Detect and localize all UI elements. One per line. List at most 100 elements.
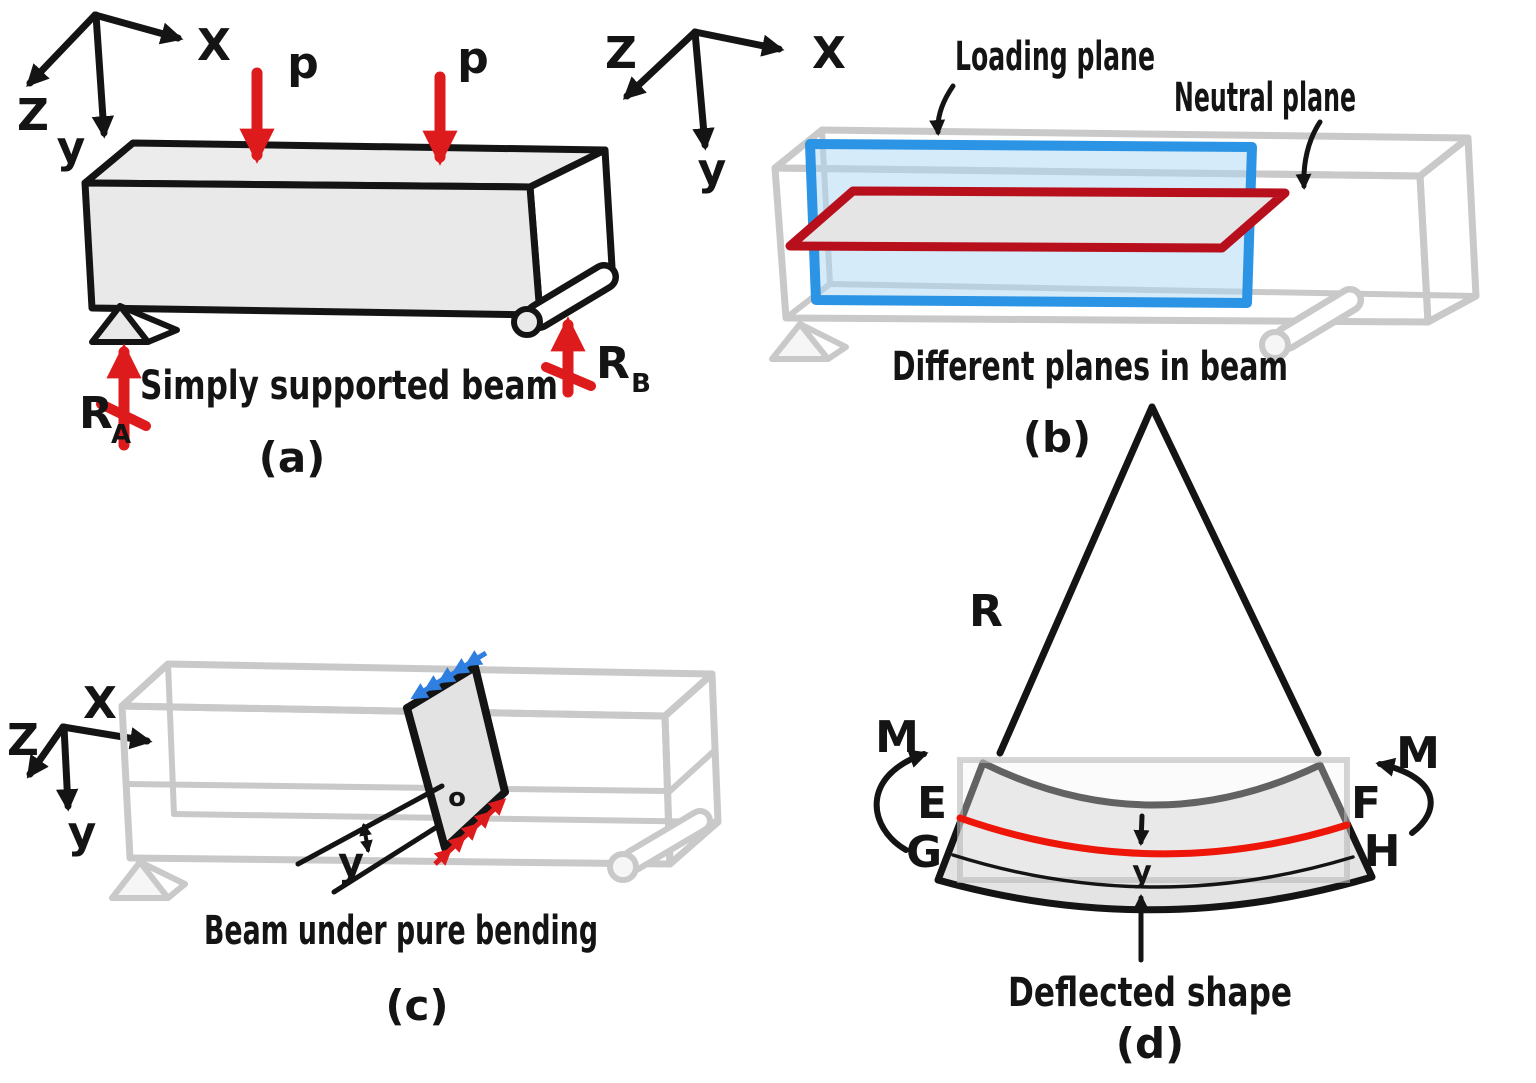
z-axis-arrow [26, 11, 99, 88]
distance-double-arrow [359, 822, 373, 854]
x-axis-arrow [59, 723, 153, 750]
tension-arrow [473, 811, 493, 829]
loading-plane-label: Loading plane [955, 34, 1155, 80]
y-axis-label: y [57, 122, 86, 173]
pin-wedge [117, 303, 180, 345]
reaction-b: R B [541, 316, 651, 399]
tension-arrow [487, 798, 507, 816]
radius-line-left [996, 403, 1156, 757]
panel-d: R M M E G F H y Deflected shape (d) [873, 403, 1440, 1068]
z-axis-arrow [622, 28, 699, 100]
hidden-edge-back-left [165, 661, 177, 817]
y-axis-arrow [55, 723, 79, 812]
caption-a: Simply supported beam [140, 363, 558, 409]
load-label-2: p [457, 33, 489, 84]
neutral-fiber-line [295, 783, 445, 867]
roller-cylinder-body [530, 268, 613, 325]
tension-arrow [460, 823, 480, 841]
reaction-tick-a [96, 399, 151, 431]
ghost-pin-wedge [137, 859, 188, 901]
tension-arrow [433, 848, 453, 866]
caption-c: Beam under pure bending [204, 908, 598, 954]
x-axis-label: X [197, 20, 231, 71]
beam-a [81, 139, 616, 319]
reaction-label-a: R [79, 388, 113, 439]
x-axis-label: X [83, 678, 117, 729]
panel-tag-b: (b) [1023, 413, 1091, 462]
point-label-g: G [906, 827, 942, 878]
pin-triangle [89, 303, 151, 345]
reaction-tick-b [541, 362, 596, 391]
offset-fiber-line [331, 822, 443, 895]
ghost-roller-cylinder-body [627, 814, 707, 867]
x-axis-label: X [812, 28, 846, 79]
y-axis-arrow [91, 11, 115, 139]
ghost-pin-support [769, 321, 831, 362]
point-label-f: F [1351, 778, 1381, 829]
load-label-1: p [287, 38, 319, 89]
fiber-distance-dimension: y [295, 783, 445, 895]
tension-arrows [433, 798, 507, 866]
neutral-plane [785, 186, 1290, 253]
offset-fiber-curve [951, 853, 1355, 889]
radius-line-right [1148, 403, 1322, 757]
panel-tag-d: (d) [1116, 1019, 1184, 1068]
distance-label: y [1132, 855, 1152, 890]
ghost-roller-wheel [607, 851, 639, 883]
x-axis-arrow [91, 11, 184, 45]
compression-arrows [410, 650, 488, 700]
panel-c: X Z y o [7, 650, 722, 1030]
reaction-label-b-sub: B [631, 369, 651, 399]
compression-arrow [464, 650, 488, 667]
distance-label: y [338, 840, 364, 886]
y-axis-arrow [691, 28, 715, 151]
z-axis-arrow [26, 723, 67, 779]
z-axis-label: Z [17, 90, 49, 141]
reaction-label-b: R [596, 338, 630, 389]
moment-arc-left [873, 749, 929, 853]
radius-label: R [969, 586, 1003, 637]
moment-label-right: M [1396, 728, 1440, 779]
roller-wheel [511, 306, 543, 338]
ghost-pin-wedge [797, 321, 849, 362]
centroid-label: o [448, 783, 466, 813]
moment-arc-right [1375, 757, 1434, 836]
z-axis-label: Z [605, 28, 637, 79]
neutral-axis-trace-right [667, 748, 717, 794]
panel-b: X Z y Loading plane Neutral plane Differ… [605, 28, 1480, 462]
panel-tag-c: (c) [385, 981, 448, 1030]
neutral-plane-label: Neutral plane [1174, 75, 1356, 121]
point-label-h: H [1364, 826, 1401, 877]
caption-d: Deflected shape [1008, 970, 1292, 1016]
deflected-beam-segment [934, 759, 1376, 914]
z-axis-label: Z [7, 715, 39, 766]
tension-arrow [447, 835, 467, 853]
panel-tag-a: (a) [259, 433, 326, 482]
moment-label-left: M [875, 712, 919, 763]
neutral-axis-trace-front [123, 781, 670, 794]
roller-support-a [511, 262, 619, 338]
axes-a: X Z y [17, 11, 231, 173]
y-axis-label: y [68, 807, 97, 858]
fiber-distance-annotation: y [1132, 813, 1152, 963]
undeformed-beam-outline [957, 757, 1350, 883]
reaction-label-a-sub: A [111, 420, 131, 450]
panel-a: X Z y p p R A [17, 11, 651, 482]
loading-plane-pointer-arrow [929, 83, 956, 136]
y-axis-label: y [698, 144, 727, 195]
caption-b: Different planes in beam [892, 344, 1288, 390]
ghost-roller-cylinder-body [1279, 292, 1358, 346]
beam-front-face [81, 179, 544, 319]
point-label-e: E [917, 778, 947, 829]
ghost-roller-wheel [1259, 329, 1291, 361]
neutral-plane-pointer-arrow [1295, 119, 1323, 190]
loads-a: p p [239, 33, 489, 166]
pin-support-a [89, 303, 180, 345]
axes-c: X Z y [7, 678, 153, 858]
reaction-a: R A [79, 343, 151, 451]
down-arrow [1133, 813, 1150, 846]
neutral-surface-curve [956, 814, 1351, 858]
axes-b: X Z y [605, 28, 846, 195]
